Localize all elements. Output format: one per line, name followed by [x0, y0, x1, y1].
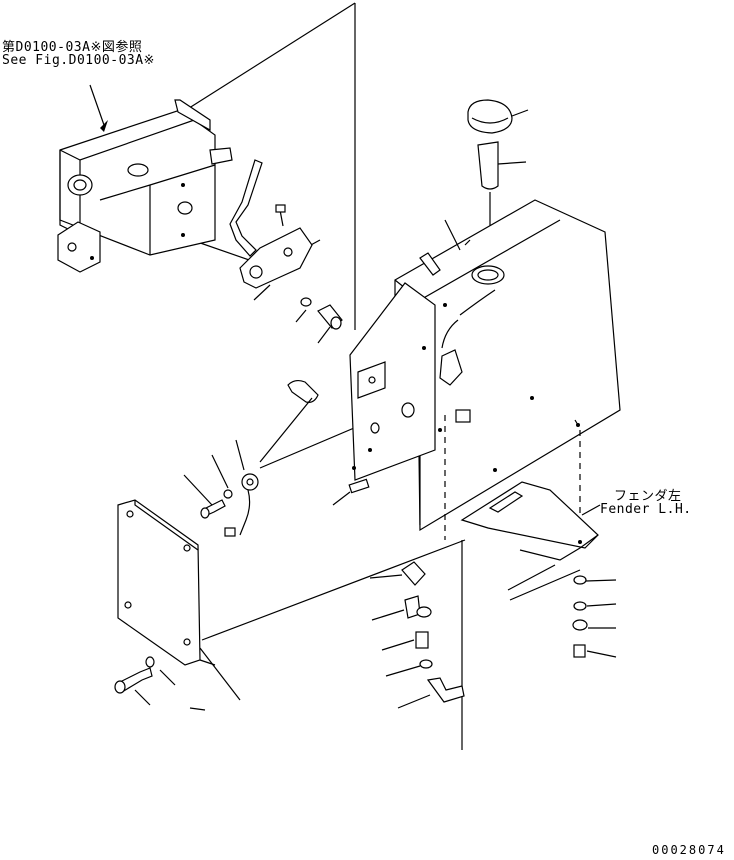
filler-cap: [467, 99, 529, 240]
fender-label-jp: フェンダ左: [614, 489, 682, 504]
mounting-plate: [332, 282, 463, 506]
lever-assembly: [229, 159, 343, 344]
fender-label-en: Fender L.H.: [600, 502, 692, 517]
switch-group: [183, 379, 319, 537]
misc-leaders: [574, 419, 601, 516]
hose-fittings: [369, 561, 465, 709]
cover-plate: [117, 499, 216, 666]
drawing-number: 00028074: [652, 843, 726, 857]
bolt-left-lower: [114, 656, 206, 711]
reference-label-en: See Fig.D0100-03A※: [2, 53, 155, 68]
bracket-assembly: [57, 99, 233, 273]
fastener-column-right: [572, 579, 617, 658]
fender-bracket: [460, 481, 599, 601]
reference-label-jp: 第D0100-03A※図参照: [2, 40, 143, 55]
